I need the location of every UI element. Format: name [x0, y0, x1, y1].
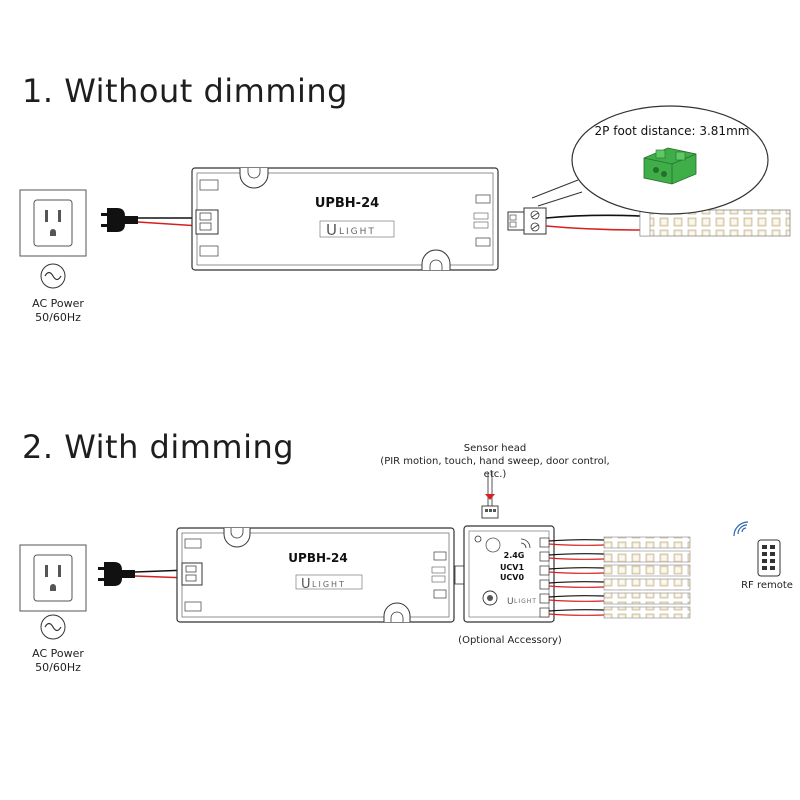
sensor-title: Sensor head — [463, 443, 527, 454]
led-strip-icon — [603, 578, 691, 591]
led-strip-icon — [603, 592, 691, 605]
wire-black — [548, 581, 605, 584]
remote-key — [770, 552, 775, 556]
logo-light: LIGHT — [312, 580, 346, 589]
logo-u: U — [301, 577, 311, 592]
led-strip-icon — [603, 550, 691, 563]
wireless-signal-icon — [520, 538, 531, 549]
logo-light: LIGHT — [339, 227, 376, 237]
output-port — [539, 565, 550, 576]
ac-frequency-text: 50/60Hz — [35, 661, 81, 674]
green-terminal-icon — [643, 147, 697, 185]
remote-key — [762, 545, 767, 549]
driver-model-label: UPBH-24 — [315, 196, 379, 211]
ac-power-text: AC Power — [32, 297, 84, 310]
led-strip-array — [548, 536, 691, 619]
controller-model-2: UCV0 — [500, 573, 525, 582]
remote-icon — [733, 521, 781, 577]
ac-power-label-2: AC Power 50/60Hz — [18, 647, 98, 675]
terminal-block-icon — [195, 209, 219, 235]
remote-key — [770, 559, 775, 563]
remote-key — [770, 545, 775, 549]
wire-black — [548, 609, 605, 612]
wire-red — [548, 585, 605, 588]
optional-accessory-note: (Optional Accessory) — [458, 635, 562, 646]
wall-socket-icon — [19, 189, 87, 257]
output-port — [539, 593, 550, 604]
wall-socket-icon — [19, 544, 87, 612]
wire-black — [548, 539, 605, 542]
rf-remote-label: RF remote — [741, 580, 793, 591]
section-title-with-dimming: 2. With dimming — [22, 428, 295, 466]
wire-red — [548, 599, 605, 602]
driver-model-label: UPBH-24 — [288, 551, 347, 565]
output-port — [539, 579, 550, 590]
wire-red — [548, 543, 605, 546]
terminal-block-icon — [181, 562, 203, 586]
remote-key — [770, 566, 775, 570]
controller-model-1: UCV1 — [500, 563, 525, 572]
ac-power-text: AC Power — [32, 647, 84, 660]
wire-black — [548, 553, 605, 556]
ac-sine-icon — [40, 614, 66, 640]
sensor-types: (PIR motion, touch, hand sweep, door con… — [380, 456, 610, 480]
ulight-logo: U LIGHT — [295, 574, 363, 592]
section-title-without-dimming: 1. Without dimming — [22, 72, 348, 110]
driver-box-1: UPBH-24 U LIGHT — [191, 167, 499, 271]
connector-callout: 2P foot distance: 3.81mm — [531, 105, 769, 215]
led-strip-icon — [603, 564, 691, 577]
output-port — [539, 537, 550, 548]
ulight-logo: U LIGHT — [507, 597, 537, 607]
controller-freq: 2.4G — [504, 551, 525, 560]
plug-icon — [98, 562, 135, 586]
wire-red — [548, 557, 605, 560]
ulight-logo: U LIGHT — [319, 220, 395, 239]
dimming-controller: 2.4G UCV1 UCV0 U LIGHT — [463, 525, 555, 623]
remote-key — [762, 552, 767, 556]
plug-icon — [101, 208, 138, 232]
ac-sine-icon — [40, 263, 66, 289]
remote-key — [762, 566, 767, 570]
wire-red — [548, 613, 605, 616]
logo-u: U — [507, 597, 514, 607]
callout-text: 2P foot distance: 3.81mm — [595, 124, 750, 138]
wire-black — [548, 595, 605, 598]
connector-icon — [507, 207, 547, 235]
wire-black — [548, 567, 605, 570]
ac-frequency-text: 50/60Hz — [35, 311, 81, 324]
led-strip-icon — [603, 606, 691, 619]
led-strip-icon — [603, 536, 691, 549]
sensor-head-icon — [481, 472, 499, 519]
sensor-head-label: Sensor head (PIR motion, touch, hand swe… — [370, 442, 620, 481]
logo-u: U — [326, 221, 337, 239]
wireless-signal-icon — [733, 521, 749, 537]
remote-key — [762, 559, 767, 563]
logo-light: LIGHT — [514, 598, 537, 605]
output-ports — [539, 537, 550, 618]
ac-power-label-1: AC Power 50/60Hz — [18, 297, 98, 325]
output-port — [539, 607, 550, 618]
output-port — [539, 551, 550, 562]
driver-box-2: UPBH-24 U LIGHT — [176, 527, 455, 623]
wire-red — [548, 571, 605, 574]
